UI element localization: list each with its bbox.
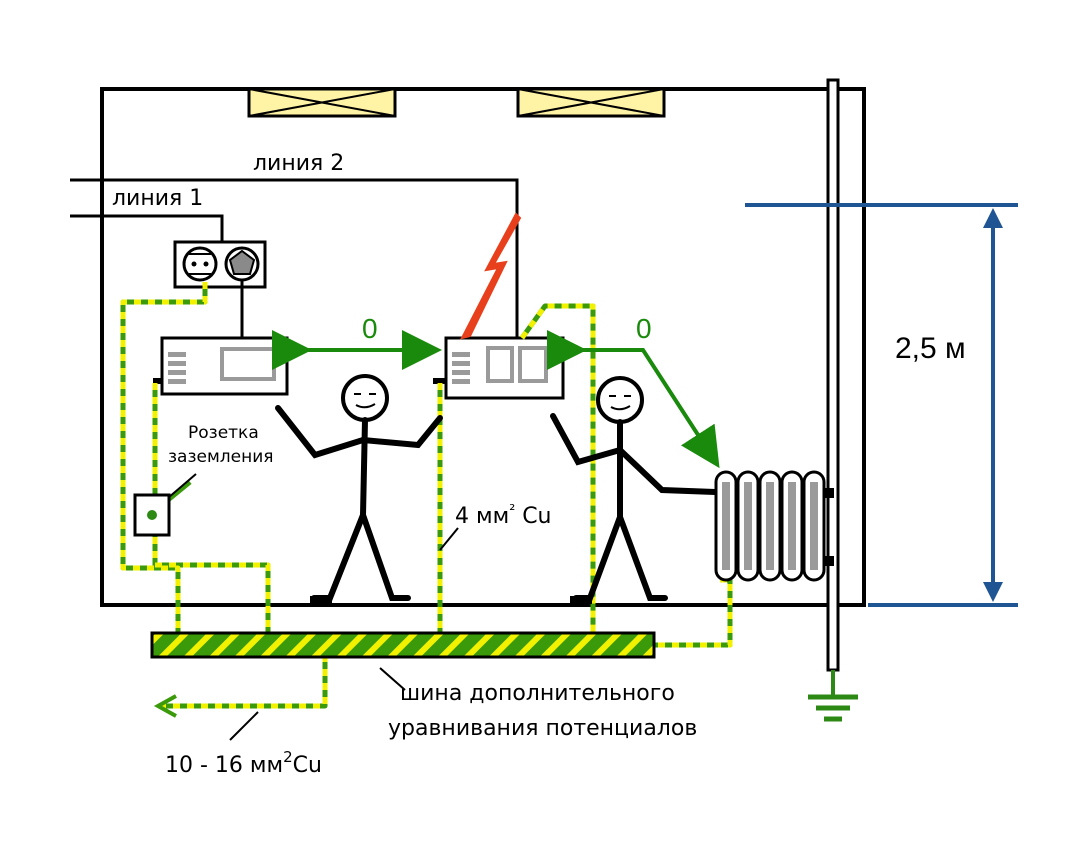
grounding-socket-label: заземления — [168, 447, 274, 467]
person-face — [354, 393, 376, 409]
equipment-icon — [433, 336, 565, 400]
socket-block — [173, 240, 267, 289]
wire-10-16mm-label: 10 - 16 мм2Cu — [165, 748, 322, 778]
height-label: 2,5 м — [895, 332, 966, 365]
radiator-icon — [714, 470, 834, 582]
socket-icon — [182, 246, 218, 282]
grounded-pipe — [826, 78, 840, 672]
line-1-wire — [70, 178, 224, 242]
lightning-icon — [460, 212, 522, 340]
grounding-socket-icon — [133, 473, 197, 537]
bus-label: уравнивания потенциалов — [388, 716, 697, 741]
line-1-label: линия 1 — [112, 186, 203, 211]
ground-symbol-icon — [808, 670, 858, 722]
light-fixture-icon — [516, 87, 666, 118]
potential-arrow-right — [547, 330, 720, 469]
bus-label: шина дополнительного — [400, 681, 675, 706]
room-walls — [100, 87, 866, 607]
height-dimension — [745, 203, 1018, 607]
person-face — [609, 395, 631, 411]
potential-label-left: 0 — [362, 313, 378, 344]
wire-4mm-label: 4 мм² Cu — [455, 501, 552, 529]
grounding-socket-label: Розетка — [188, 423, 259, 443]
equipment-icon — [153, 336, 289, 396]
person-icon — [550, 376, 718, 601]
light-fixture-icon — [247, 87, 397, 118]
potential-label-right: 0 — [636, 313, 652, 344]
line-2-label: линия 2 — [253, 151, 344, 176]
plug-icon — [224, 246, 260, 282]
equipotential-bus — [150, 631, 656, 659]
person-icon — [275, 374, 443, 601]
line-2-wire — [102, 178, 519, 338]
arrow-icon — [153, 694, 177, 718]
